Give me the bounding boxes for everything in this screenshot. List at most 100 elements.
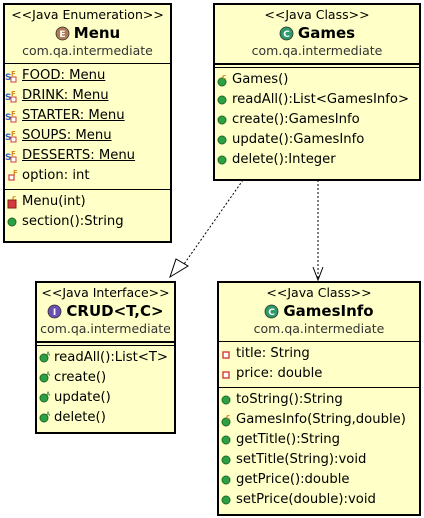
abstract-method-icon: A bbox=[37, 351, 54, 365]
member-text: readAll():List<T> bbox=[54, 350, 168, 365]
public-method-icon bbox=[219, 453, 236, 467]
field-row[interactable]: price: double bbox=[219, 364, 419, 384]
method-row[interactable]: readAll():List<GamesInfo> bbox=[215, 90, 419, 110]
svg-text:S: S bbox=[5, 133, 11, 143]
package-label: com.qa.intermediate bbox=[22, 43, 153, 58]
class-box-gamesinfo[interactable]: <<Java Class>> C GamesInfo com.qa.interm… bbox=[217, 281, 421, 516]
package-label: com.qa.intermediate bbox=[253, 321, 385, 336]
stereotype-label: <<Java Class>> bbox=[264, 7, 370, 22]
realization-arrowhead bbox=[169, 258, 189, 279]
member-text: DESSERTS: Menu bbox=[22, 148, 136, 163]
member-text: toString():String bbox=[236, 392, 343, 407]
public-method-icon bbox=[215, 133, 232, 147]
svg-text:C: C bbox=[269, 308, 276, 318]
member-text: Menu(int) bbox=[22, 194, 86, 209]
method-row[interactable]: update():GamesInfo bbox=[215, 130, 419, 150]
empty-fields-compartment bbox=[37, 342, 174, 346]
public-method-icon bbox=[215, 113, 232, 127]
fields-compartment: title: String price: double bbox=[219, 342, 419, 387]
svg-text:A: A bbox=[46, 351, 51, 358]
method-row[interactable]: setPrice(double):void bbox=[219, 490, 419, 510]
member-text: FOOD: Menu bbox=[22, 68, 106, 83]
class-header: <<Java Class>> C GamesInfo com.qa.interm… bbox=[219, 283, 419, 341]
class-box-menu[interactable]: <<Java Enumeration>> E Menu com.qa.inter… bbox=[3, 3, 172, 243]
public-constructor-icon: c bbox=[215, 73, 232, 87]
compartment-divider bbox=[5, 63, 170, 64]
svg-text:I: I bbox=[53, 308, 56, 318]
svg-text:S: S bbox=[5, 113, 11, 123]
stereotype-label: <<Java Class>> bbox=[266, 285, 372, 300]
member-text: setTitle(String):void bbox=[236, 452, 367, 467]
class-name: C GamesInfo bbox=[219, 301, 419, 321]
member-text: delete() bbox=[54, 410, 106, 425]
realization-line bbox=[181, 179, 244, 268]
class-name-text: Games bbox=[297, 24, 356, 42]
member-text: getTitle():String bbox=[236, 432, 341, 447]
member-text: getPrice():double bbox=[236, 472, 350, 487]
svg-text:A: A bbox=[46, 371, 51, 378]
member-text: SOUPS: Menu bbox=[22, 128, 112, 143]
class-name-text: CRUD<T,C> bbox=[66, 302, 164, 320]
member-text: GamesInfo(String,double) bbox=[236, 412, 406, 427]
public-method-icon bbox=[5, 215, 22, 229]
svg-text:c: c bbox=[226, 413, 230, 421]
method-row[interactable]: toString():String bbox=[219, 390, 419, 410]
stereotype-label: <<Java Interface>> bbox=[41, 285, 170, 300]
method-row[interactable]: delete():Integer bbox=[215, 150, 419, 170]
public-method-icon bbox=[219, 433, 236, 447]
method-row[interactable]: create():GamesInfo bbox=[215, 110, 419, 130]
methods-compartment: c Menu(int) section():String bbox=[5, 190, 170, 235]
member-text: setPrice(double):void bbox=[236, 492, 376, 507]
svg-text:C: C bbox=[283, 30, 290, 40]
svg-text:c: c bbox=[222, 73, 226, 81]
method-row[interactable]: c GamesInfo(String,double) bbox=[219, 410, 419, 430]
svg-text:S: S bbox=[5, 73, 11, 83]
svg-text:A: A bbox=[46, 411, 51, 418]
public-method-icon bbox=[215, 93, 232, 107]
private-field-icon bbox=[219, 367, 236, 381]
method-row[interactable]: setTitle(String):void bbox=[219, 450, 419, 470]
method-row[interactable]: getTitle():String bbox=[219, 430, 419, 450]
class-type-icon: C bbox=[279, 26, 294, 41]
member-text: update() bbox=[54, 390, 111, 405]
method-row[interactable]: getPrice():double bbox=[219, 470, 419, 490]
svg-text:E: E bbox=[59, 30, 65, 40]
enum-type-icon: E bbox=[55, 26, 70, 41]
member-text: DRINK: Menu bbox=[22, 88, 109, 103]
member-text: title: String bbox=[236, 346, 310, 361]
interface-box-crud[interactable]: <<Java Interface>> I CRUD<T,C> com.qa.in… bbox=[35, 281, 176, 434]
class-header: <<Java Class>> C Games com.qa.intermedia… bbox=[215, 5, 419, 63]
class-header: <<Java Interface>> I CRUD<T,C> com.qa.in… bbox=[37, 283, 174, 341]
class-box-games[interactable]: <<Java Class>> C Games com.qa.intermedia… bbox=[213, 3, 421, 181]
member-text: STARTER: Menu bbox=[22, 108, 125, 123]
svg-text:F: F bbox=[11, 150, 16, 158]
member-text: section():String bbox=[22, 214, 124, 229]
field-row[interactable]: title: String bbox=[219, 344, 419, 364]
method-row[interactable]: c Menu(int) bbox=[5, 192, 170, 212]
member-text: delete():Integer bbox=[232, 152, 336, 167]
private-field-icon bbox=[219, 347, 236, 361]
svg-text:F: F bbox=[11, 70, 16, 78]
svg-text:c: c bbox=[12, 195, 16, 202]
method-row[interactable]: section():String bbox=[5, 212, 170, 232]
abstract-method-icon: A bbox=[37, 371, 54, 385]
interface-type-icon: I bbox=[47, 304, 62, 319]
